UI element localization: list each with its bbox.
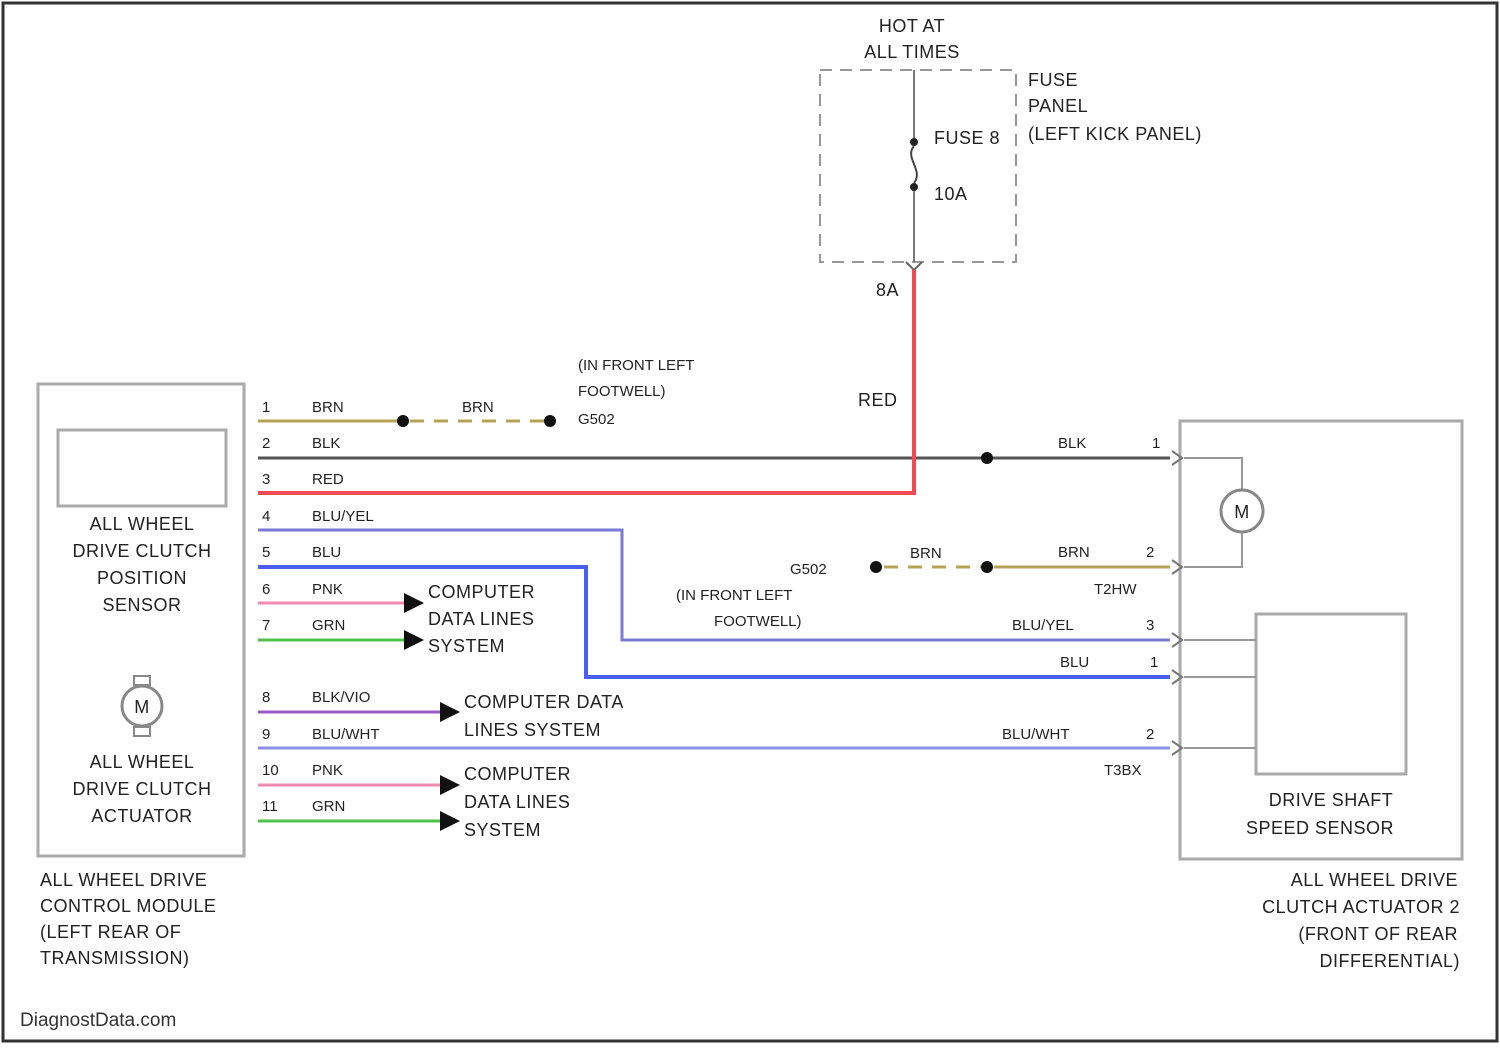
hot-label-2: ALL TIMES bbox=[864, 42, 960, 62]
sensor-label-3: POSITION bbox=[97, 568, 187, 588]
pin-9-wire: BLU/WHT bbox=[312, 726, 380, 743]
data-lines-b-2: LINES SYSTEM bbox=[464, 720, 601, 740]
ground-mid-label-1: (IN FRONT LEFT bbox=[676, 587, 792, 604]
pin-10-wire: PNK bbox=[312, 762, 343, 779]
pin-10-num: 10 bbox=[262, 762, 279, 779]
right-bluyel-pin: 3 bbox=[1146, 617, 1154, 634]
ground-g502-mid-dot bbox=[870, 561, 882, 573]
right-caption-4: DIFFERENTIAL) bbox=[1319, 951, 1460, 971]
data-lines-a-1: COMPUTER bbox=[428, 582, 535, 602]
fuse-panel-label-1: FUSE bbox=[1028, 70, 1078, 90]
right-blk-label: BLK bbox=[1058, 435, 1086, 452]
data-lines-a-2: DATA LINES bbox=[428, 609, 534, 629]
right-bluwht-label: BLU/WHT bbox=[1002, 726, 1070, 743]
pin-3-wire: RED bbox=[312, 471, 344, 488]
ground-g502-top-dot bbox=[544, 415, 556, 427]
fuse-panel-label-2: PANEL bbox=[1028, 96, 1088, 116]
fuse-terminal-top bbox=[910, 138, 918, 146]
speed-sensor-label-2: SPEED SENSOR bbox=[1246, 818, 1394, 838]
pin-1-wire: BRN bbox=[312, 399, 344, 416]
connector-t2hw: T2HW bbox=[1094, 581, 1137, 598]
ground-mid-wire-label: BRN bbox=[910, 545, 942, 562]
left-caption-1: ALL WHEEL DRIVE bbox=[40, 870, 207, 890]
splice-brn-2 bbox=[981, 561, 993, 573]
pin-2-num: 2 bbox=[262, 435, 270, 452]
ground-top-label-2: FOOTWELL) bbox=[578, 383, 666, 400]
data-lines-c-3: SYSTEM bbox=[464, 820, 541, 840]
actuator-label-1: ALL WHEEL bbox=[90, 752, 195, 772]
sensor-label-4: SENSOR bbox=[102, 595, 181, 615]
connector-8a-label: 8A bbox=[876, 280, 899, 300]
connector-t3bx: T3BX bbox=[1104, 762, 1142, 779]
pin-5-wire: BLU bbox=[312, 544, 341, 561]
pin-8-wire: BLK/VIO bbox=[312, 689, 370, 706]
diagram-frame bbox=[3, 3, 1497, 1041]
hot-label-1: HOT AT bbox=[879, 16, 945, 36]
right-bluwht-pin: 2 bbox=[1146, 726, 1154, 743]
splice-brn-1 bbox=[397, 415, 409, 427]
sensor-label-2: DRIVE CLUTCH bbox=[72, 541, 211, 561]
pin-9-num: 9 bbox=[262, 726, 270, 743]
fuse-name: FUSE 8 bbox=[934, 128, 1000, 148]
pin-4-wire: BLU/YEL bbox=[312, 508, 374, 525]
pin-4-num: 4 bbox=[262, 508, 270, 525]
data-lines-c-2: DATA LINES bbox=[464, 792, 570, 812]
right-blk-pin: 1 bbox=[1152, 435, 1160, 452]
ground-top-wire-label: BRN bbox=[462, 399, 494, 416]
pin-7-num: 7 bbox=[262, 617, 270, 634]
right-bluyel-label: BLU/YEL bbox=[1012, 617, 1074, 634]
pin-1-num: 1 bbox=[262, 399, 270, 416]
left-caption-3: (LEFT REAR OF bbox=[40, 922, 181, 942]
actuator-label-3: ACTUATOR bbox=[91, 806, 192, 826]
motor-symbol-left: M bbox=[134, 697, 150, 717]
right-blu-label: BLU bbox=[1060, 654, 1089, 671]
fuse-rating: 10A bbox=[934, 184, 968, 204]
left-caption-2: CONTROL MODULE bbox=[40, 896, 216, 916]
pin-3-num: 3 bbox=[262, 471, 270, 488]
pin-6-wire: PNK bbox=[312, 581, 343, 598]
pin-7-wire: GRN bbox=[312, 617, 345, 634]
pin-5-num: 5 bbox=[262, 544, 270, 561]
ground-top-label-1: (IN FRONT LEFT bbox=[578, 357, 694, 374]
sensor-label-1: ALL WHEEL bbox=[90, 514, 195, 534]
motor-symbol-right: M bbox=[1234, 502, 1250, 522]
data-lines-b-1: COMPUTER DATA bbox=[464, 692, 624, 712]
right-caption-3: (FRONT OF REAR bbox=[1298, 924, 1458, 944]
watermark: DiagnostData.com bbox=[20, 1010, 176, 1031]
pin-8-num: 8 bbox=[262, 689, 270, 706]
right-brn-pin: 2 bbox=[1146, 544, 1154, 561]
pin-11-wire: GRN bbox=[312, 798, 345, 815]
speed-sensor-label-1: DRIVE SHAFT bbox=[1269, 790, 1394, 810]
data-lines-a-3: SYSTEM bbox=[428, 636, 505, 656]
right-caption-1: ALL WHEEL DRIVE bbox=[1291, 870, 1458, 890]
pin-2-wire: BLK bbox=[312, 435, 340, 452]
actuator-label-2: DRIVE CLUTCH bbox=[72, 779, 211, 799]
fuse-panel-label-3: (LEFT KICK PANEL) bbox=[1028, 124, 1202, 144]
motor-icon: M bbox=[1221, 490, 1263, 532]
splice-blk bbox=[981, 452, 993, 464]
ground-mid-label-2: FOOTWELL) bbox=[714, 613, 802, 630]
right-brn-label: BRN bbox=[1058, 544, 1090, 561]
left-caption-4: TRANSMISSION) bbox=[40, 948, 190, 968]
fuse-terminal-bottom bbox=[910, 183, 918, 191]
ground-top-label-3: G502 bbox=[578, 411, 615, 428]
ground-mid-g-label: G502 bbox=[790, 561, 827, 578]
red-wire-label: RED bbox=[858, 390, 898, 410]
pin-6-num: 6 bbox=[262, 581, 270, 598]
pin-11-num: 11 bbox=[262, 798, 278, 815]
data-lines-c-1: COMPUTER bbox=[464, 764, 571, 784]
right-blu-pin: 1 bbox=[1150, 654, 1158, 671]
right-caption-2: CLUTCH ACTUATOR 2 bbox=[1262, 897, 1460, 917]
